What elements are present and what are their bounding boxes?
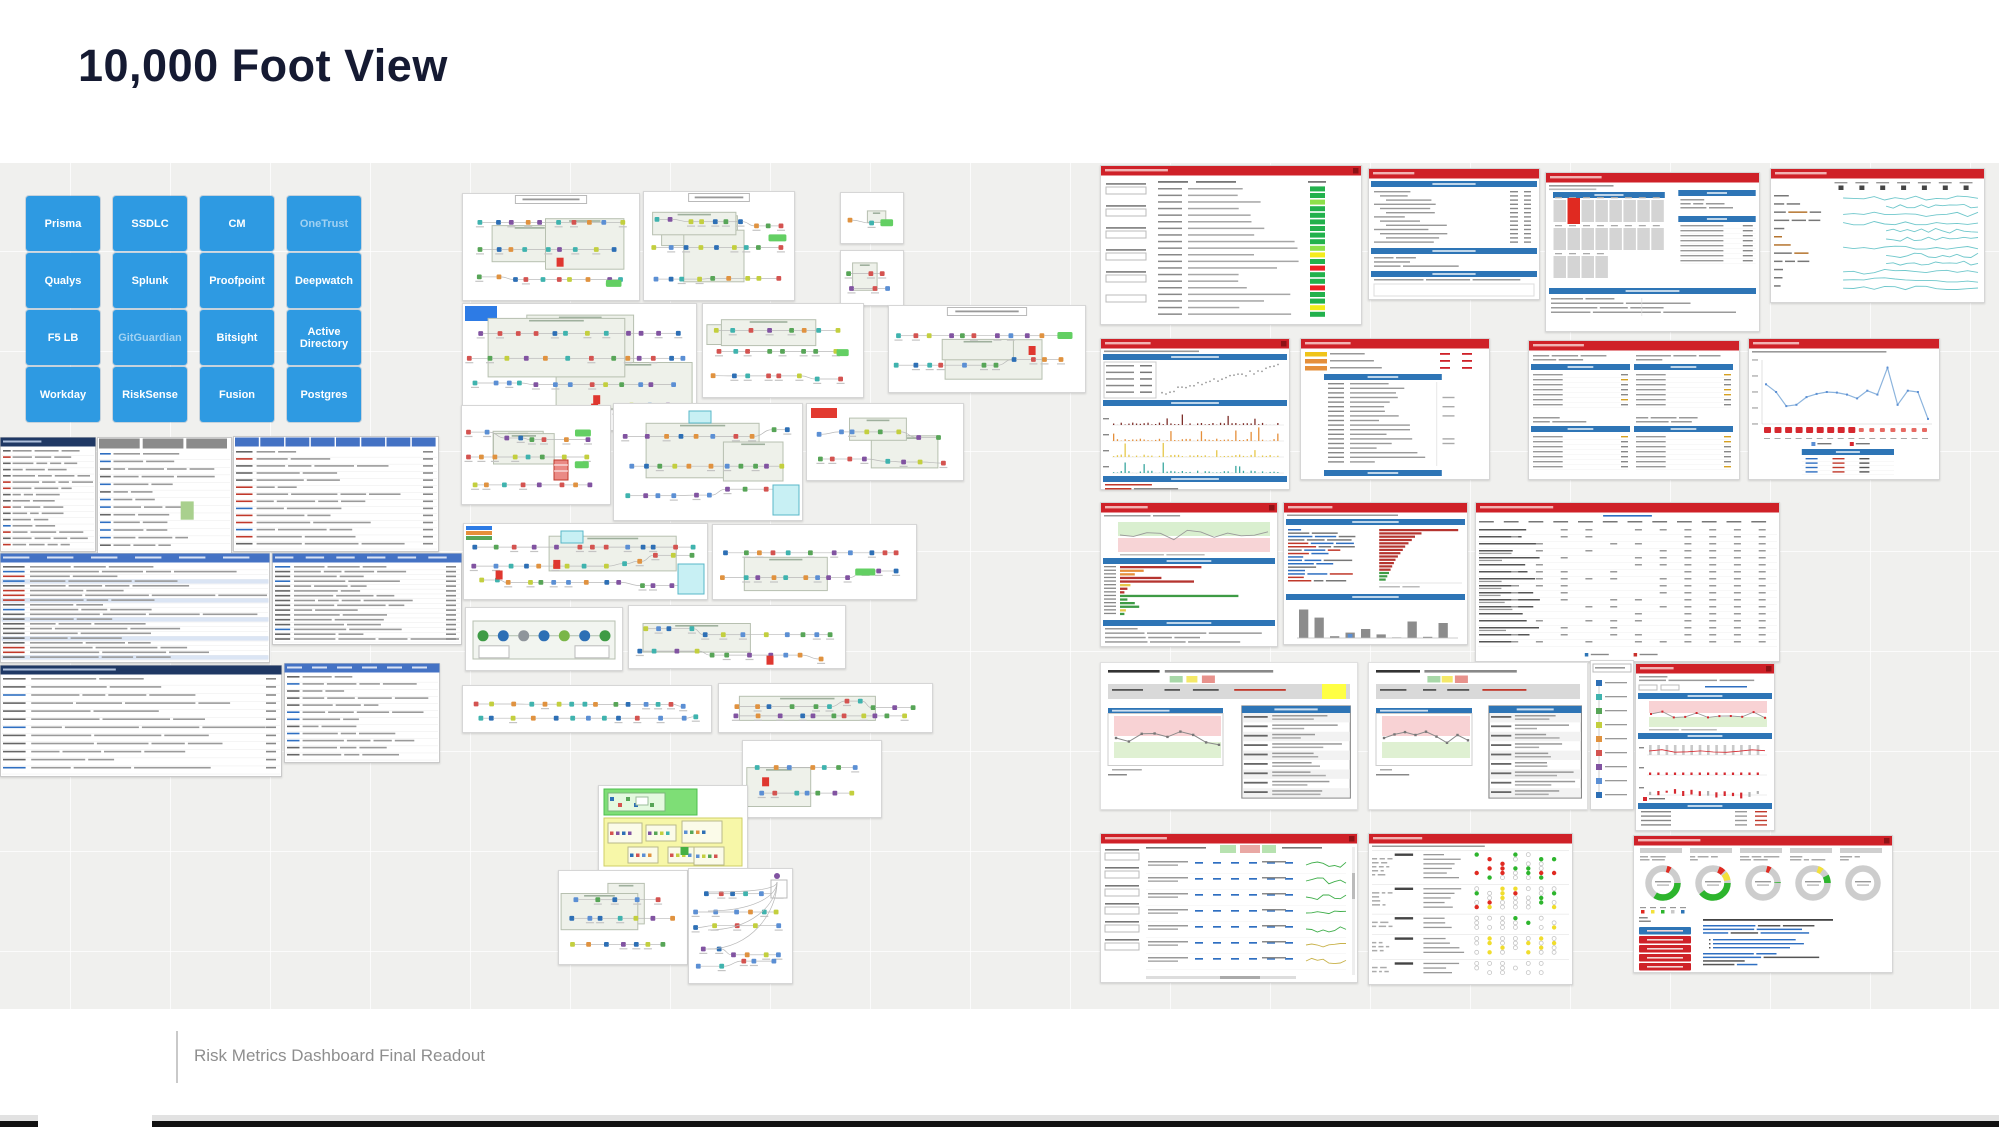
dashboard-donut-summary[interactable]	[1633, 835, 1893, 973]
integration-box-ssdlc[interactable]: SSDLC	[113, 196, 187, 251]
integration-box-fusion[interactable]: Fusion	[200, 367, 274, 422]
spreadsheet-blue-headers[interactable]	[233, 436, 439, 552]
slide-protect-function-1[interactable]	[1100, 662, 1358, 810]
footer-divider	[176, 1031, 178, 1083]
workflow-red-flag[interactable]	[806, 403, 964, 481]
integration-label: Workday	[39, 388, 87, 401]
footer-caption: Risk Metrics Dashboard Final Readout	[194, 1046, 486, 1065]
integration-label: F5 LB	[47, 331, 79, 344]
workflow-band-2[interactable]	[718, 683, 933, 733]
report-quadrant-tables[interactable]	[1528, 340, 1740, 480]
dashboard-calendar-heatmap[interactable]	[1545, 172, 1760, 332]
integration-box-deepwatch[interactable]: Deepwatch	[287, 253, 361, 308]
integration-label: SSDLC	[131, 217, 169, 230]
dashboard-coverage-dots[interactable]	[1368, 833, 1573, 985]
spreadsheet-gray-headers[interactable]	[97, 437, 232, 554]
report-percent-table[interactable]	[1475, 502, 1780, 662]
integration-box-proofpoint[interactable]: Proofpoint	[200, 253, 274, 308]
workflow-logo-stripes[interactable]	[463, 523, 708, 600]
integration-label: Qualys	[44, 274, 82, 287]
bottom-gray-strip	[0, 1115, 1999, 1121]
integration-label: Active Directory	[299, 325, 349, 350]
spreadsheet-navy-wide[interactable]	[0, 665, 282, 777]
workflow-mid-right[interactable]	[702, 303, 864, 398]
integration-label: RiskSense	[122, 388, 178, 401]
integration-label: Bitsight	[216, 331, 258, 344]
report-sections[interactable]	[1368, 168, 1540, 300]
workflow-long-chain[interactable]	[712, 524, 917, 600]
spreadsheet-small[interactable]	[284, 663, 440, 763]
integration-box-f5-lb[interactable]: F5 LB	[26, 310, 100, 365]
workflow-wide-1[interactable]	[888, 305, 1086, 393]
dashboard-trend-linechart[interactable]	[1748, 338, 1940, 480]
dashboard-metrics-detail[interactable]	[1100, 833, 1358, 983]
workflow-top-left[interactable]	[462, 193, 640, 301]
workflow-vertical-chains[interactable]	[688, 868, 793, 984]
workflow-gears[interactable]	[742, 740, 882, 818]
workflow-purple-node[interactable]	[613, 403, 803, 521]
page-title: 10,000 Foot View	[78, 40, 448, 91]
workflow-green-notes[interactable]	[461, 405, 611, 505]
integration-box-prisma[interactable]: Prisma	[26, 196, 100, 251]
integration-label: Prisma	[44, 217, 82, 230]
workflow-macro-icons[interactable]	[465, 607, 623, 671]
integration-label: Proofpoint	[209, 274, 265, 287]
integration-label: Postgres	[300, 388, 348, 401]
bottom-black-bar	[0, 1121, 1999, 1127]
workflow-yellow-nodes[interactable]	[628, 605, 846, 669]
integration-box-bitsight[interactable]: Bitsight	[200, 310, 274, 365]
dashboard-sparkline-grid[interactable]	[1770, 168, 1985, 303]
integration-label: CM	[228, 217, 246, 230]
integration-box-cm[interactable]: CM	[200, 196, 274, 251]
spreadsheet-navy-list[interactable]	[0, 437, 96, 552]
slide-protect-function-2[interactable]	[1368, 662, 1588, 810]
integration-label: GitGuardian	[118, 331, 182, 344]
integration-box-splunk[interactable]: Splunk	[113, 253, 187, 308]
integration-box-workday[interactable]: Workday	[26, 367, 100, 422]
dashboard-severity-histograms[interactable]	[1100, 338, 1290, 490]
workflow-small-2[interactable]	[840, 250, 904, 306]
integration-label: Fusion	[218, 388, 256, 401]
spreadsheet-dense-rows[interactable]	[0, 553, 270, 663]
integration-box-postgres[interactable]: Postgres	[287, 367, 361, 422]
bottom-bar-gap	[38, 1115, 152, 1127]
spreadsheet-numbers[interactable]	[272, 553, 462, 645]
integration-label: OneTrust	[299, 217, 349, 230]
integration-box-active-directory[interactable]: Active Directory	[287, 310, 361, 365]
dashboard-phishing-results[interactable]	[1635, 663, 1775, 831]
integration-box-gitguardian[interactable]: GitGuardian	[113, 310, 187, 365]
integration-box-risksense[interactable]: RiskSense	[113, 367, 187, 422]
integration-box-onetrust[interactable]: OneTrust	[287, 196, 361, 251]
panel-process-list[interactable]	[1590, 660, 1634, 810]
dashboard-control-hbars[interactable]	[1100, 502, 1278, 647]
workflow-band-1[interactable]	[462, 685, 712, 733]
workflow-colored-containers[interactable]	[598, 785, 748, 873]
dashboard-weekly-metrics-status[interactable]	[1100, 165, 1362, 325]
workflow-top-mid[interactable]	[643, 191, 795, 301]
integration-box-qualys[interactable]: Qualys	[26, 253, 100, 308]
workflow-small-1[interactable]	[840, 192, 904, 244]
integration-label: Splunk	[131, 274, 169, 287]
report-findings-table[interactable]	[1300, 338, 1490, 480]
dashboard-pareto[interactable]	[1283, 502, 1468, 645]
integration-label: Deepwatch	[294, 274, 354, 287]
workflow-bottom-left[interactable]	[558, 870, 688, 965]
